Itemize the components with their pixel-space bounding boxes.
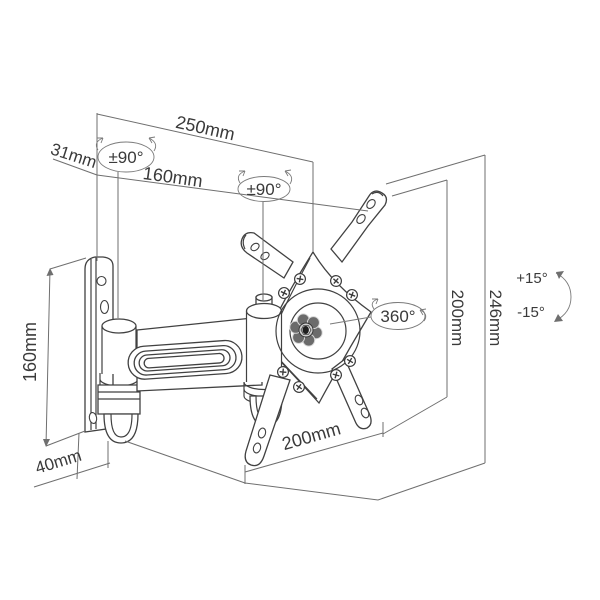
dim-wall-offset: 31mm <box>48 139 99 172</box>
pivot-1-ball-end <box>103 413 139 444</box>
arm-slot <box>143 352 225 369</box>
dim-vesa-width: 200mm <box>280 418 343 454</box>
pivot-1 <box>97 318 141 444</box>
dim-wall-plate-height: 160mm <box>20 322 40 382</box>
vesa-arm-upper-left <box>240 231 294 279</box>
wall-plate-hole-bottom <box>88 411 98 425</box>
vesa-arm-lower-left <box>244 374 291 467</box>
pivot1-rotation-bubble <box>97 141 155 173</box>
swivel-arm <box>127 316 263 392</box>
dim-total-height: 246mm <box>486 290 505 347</box>
tilt-arc <box>554 272 572 322</box>
dim-wall-plate-depth: 40mm <box>33 446 84 478</box>
pivot2-swivel-label: ±90° <box>246 180 281 199</box>
vesa-plate-center <box>275 288 361 374</box>
plate-rotation-label: 360° <box>380 307 415 326</box>
vesa-arm-upper-right <box>330 190 388 264</box>
dim-vesa-height: 200mm <box>448 290 467 347</box>
plate-rotation-leader <box>329 316 372 325</box>
vesa-screws <box>276 272 359 394</box>
wall-plate-hole-top <box>96 275 107 287</box>
wall-plate-slot <box>99 299 110 315</box>
tilt-down-label: -15° <box>517 304 545 321</box>
dim-extension-depth: 250mm <box>174 112 237 145</box>
pivot1-swivel-label: ±90° <box>108 148 143 167</box>
pivot2-rotation-bubble <box>237 176 291 202</box>
tilt-up-label: +15° <box>516 270 547 287</box>
rotation-hub <box>289 313 323 347</box>
dim-arm-reach: 160mm <box>142 163 204 191</box>
plate-rotation-bubble <box>370 302 426 330</box>
dimension-lines <box>33 113 486 501</box>
rotation-callouts <box>95 136 572 330</box>
